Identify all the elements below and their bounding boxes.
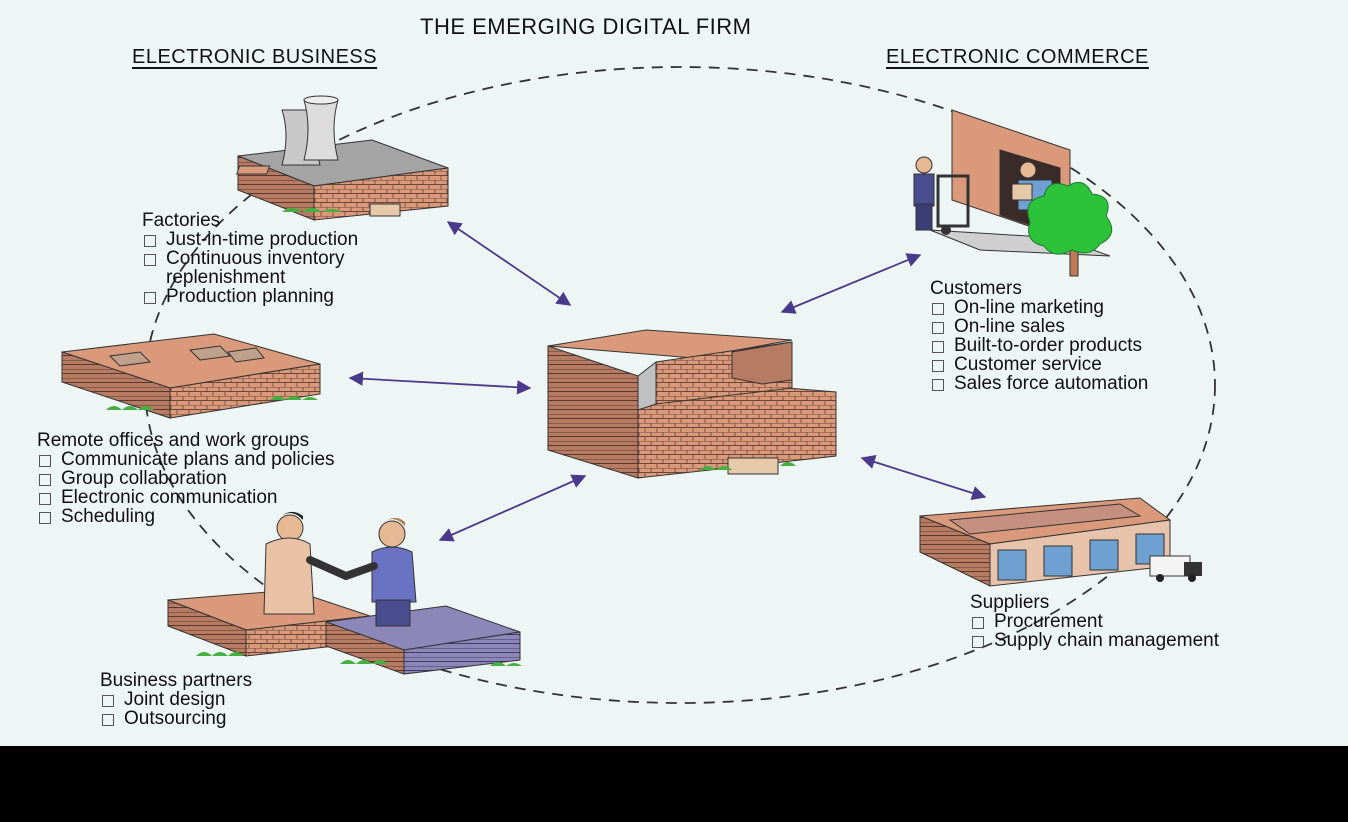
diagram-canvas: THE EMERGING DIGITAL FIRM ELECTRONIC BUS… [0, 0, 1348, 746]
list-item: On-line sales [930, 317, 1148, 336]
checkbox-icon [932, 341, 944, 353]
list-item: Sales force automation [930, 374, 1148, 393]
arrow-partners [438, 474, 587, 542]
group-suppliers: Suppliers Procurement Supply chain manag… [970, 593, 1219, 650]
checkbox-icon [39, 474, 51, 486]
arrow-customers [780, 253, 922, 314]
list-item: Joint design [100, 690, 252, 709]
list-item: Built-to-order products [930, 336, 1148, 355]
diagram-illustration [61, 66, 1216, 704]
group-customers: Customers On-line marketing On-line sale… [930, 279, 1148, 393]
checkbox-icon [972, 617, 984, 629]
checkbox-icon [102, 695, 114, 707]
checkbox-icon [39, 493, 51, 505]
dashed-ring [144, 66, 1216, 704]
list-item: Electronic communication [37, 488, 335, 507]
checkbox-icon [144, 235, 156, 247]
arrow-factories [446, 221, 572, 306]
list-item: Scheduling [37, 507, 335, 526]
checkbox-icon [932, 303, 944, 315]
checkbox-icon [39, 455, 51, 467]
list-item: Production planning [142, 287, 358, 306]
checkbox-icon [102, 714, 114, 726]
checkbox-icon [972, 636, 984, 648]
group-factories: Factories Just-in-time production Contin… [142, 211, 358, 306]
heading-electronic-business: ELECTRONIC BUSINESS [132, 46, 378, 68]
group-title: Suppliers [970, 592, 1050, 613]
checkbox-icon [932, 322, 944, 334]
group-title: Customers [930, 278, 1022, 299]
diagram-title: THE EMERGING DIGITAL FIRM [420, 14, 752, 39]
business-partners-scene [167, 511, 522, 675]
list-item: Customer service [930, 355, 1148, 374]
group-business-partners: Business partners Joint design Outsourci… [100, 671, 252, 728]
list-item: Group collaboration [37, 469, 335, 488]
list-item: Outsourcing [100, 709, 252, 728]
checkbox-icon [144, 292, 156, 304]
checkbox-icon [144, 254, 156, 266]
list-item: Just-in-time production [142, 230, 358, 249]
heading-electronic-commerce: ELECTRONIC COMMERCE [886, 46, 1149, 68]
arrow-suppliers [860, 455, 987, 500]
list-item: Procurement [970, 612, 1219, 631]
checkbox-icon [932, 360, 944, 372]
group-title: Remote offices and work groups [37, 430, 310, 451]
connection-arrows [348, 221, 987, 542]
suppliers-warehouse [919, 497, 1202, 587]
list-item: On-line marketing [930, 298, 1148, 317]
list-item: Supply chain management [970, 631, 1219, 650]
group-title: Factories [142, 210, 221, 231]
group-title: Business partners [100, 670, 253, 691]
customers-storefront [913, 109, 1113, 277]
list-item: Communicate plans and policies [37, 450, 335, 469]
central-firm-building [547, 329, 837, 479]
factory-building [235, 95, 449, 221]
checkbox-icon [39, 512, 51, 524]
group-remote-offices: Remote offices and work groups Communica… [37, 431, 335, 526]
arrow-remote [348, 371, 532, 395]
remote-office-building [61, 333, 321, 419]
bottom-black-band [0, 746, 1348, 822]
checkbox-icon [932, 379, 944, 391]
list-item: Continuous inventory [142, 249, 358, 268]
list-item-continuation: replenishment [166, 267, 286, 288]
